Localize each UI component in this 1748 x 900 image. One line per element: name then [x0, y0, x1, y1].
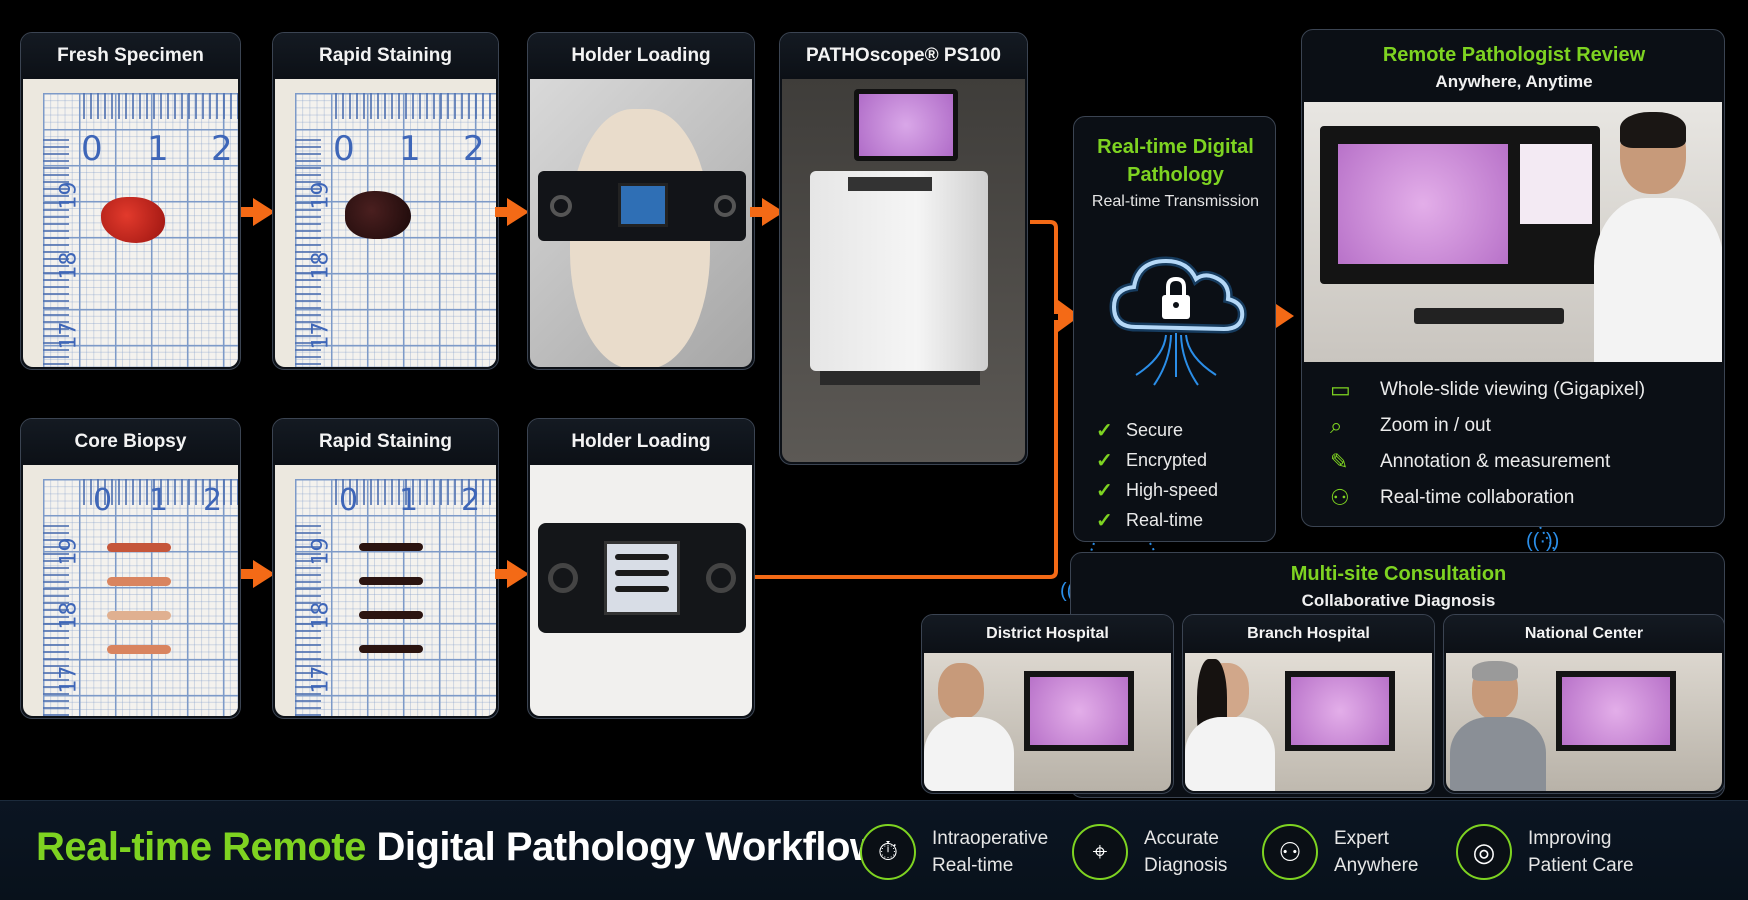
cloud-checklist: ✓Secure ✓Encrypted ✓High-speed ✓Real-tim…: [1096, 415, 1218, 535]
check-item: ✓Real-time: [1096, 509, 1204, 532]
holder-loading-core-card: Holder Loading: [527, 418, 755, 719]
rapid-staining-card: Rapid Staining 0 1 2 19 18 17: [272, 32, 499, 370]
globe-icon: ◎: [1456, 824, 1512, 880]
feature-item: ▭Whole-slide viewing (Gigapixel): [1330, 377, 1646, 402]
stopwatch-icon: ⏱: [860, 824, 916, 880]
site-card-branch: Branch Hospital: [1182, 614, 1435, 794]
consultation-subtitle: Collaborative Diagnosis: [1301, 591, 1496, 610]
feature-item: ✎Annotation & measurement: [1330, 449, 1611, 474]
cloud-subtitle: Real-time Transmission: [1091, 193, 1260, 210]
holder-photo: [530, 79, 752, 367]
check-icon: ✓: [1096, 509, 1113, 532]
fresh-specimen-photo: 0 1 2 19 18 17: [23, 79, 238, 367]
monitor-icon: ▭: [1330, 377, 1351, 402]
feature-item: ⚇Real-time collaboration: [1330, 485, 1575, 510]
pen-icon: ✎: [1330, 449, 1349, 474]
biopsy-core: [107, 645, 171, 654]
check-icon: ✓: [1096, 449, 1113, 472]
arrow-icon: [750, 198, 784, 226]
site-title: Branch Hospital: [1183, 615, 1434, 653]
fresh-specimen-title: Fresh Specimen: [21, 33, 240, 79]
site-card-national: National Center: [1443, 614, 1725, 794]
fresh-specimen-card: Fresh Specimen 0 1 2 19 18 17: [20, 32, 241, 370]
holder-loading-core-title: Holder Loading: [528, 419, 754, 465]
cloud-panel: Real-time Digital Pathology Real-time Tr…: [1073, 116, 1276, 542]
group-icon: ⚇: [1262, 824, 1318, 880]
specimen-holder: [538, 171, 746, 241]
rapid-staining-core-title: Rapid Staining: [273, 419, 498, 465]
remote-review-panel: Remote Pathologist Review Anywhere, Anyt…: [1301, 29, 1725, 527]
tissue-specimen: [101, 197, 165, 243]
check-item: ✓Secure: [1096, 419, 1184, 442]
footer-title: Real-time Remote Digital Pathology Workf…: [36, 825, 881, 869]
core-biopsy-card: Core Biopsy 0 1 2 19 18 17: [20, 418, 241, 719]
monitor: [1320, 126, 1600, 284]
site-photo: [1185, 653, 1432, 791]
rapid-staining-title: Rapid Staining: [273, 33, 498, 79]
stained-core: [359, 645, 423, 653]
stained-specimen-photo: 0 1 2 19 18 17: [275, 79, 496, 367]
stained-core: [359, 543, 423, 551]
check-item: ✓High-speed: [1096, 479, 1219, 502]
people-icon: ⚇: [1330, 485, 1350, 510]
review-title: Remote Pathologist Review: [1382, 44, 1646, 66]
consultation-title: Multi-site Consultation: [1290, 563, 1507, 585]
stained-core: [359, 611, 423, 619]
site-photo: [1446, 653, 1722, 791]
holder-loading-card: Holder Loading: [527, 32, 755, 370]
rapid-staining-core-card: Rapid Staining 0 1 2 19 18 17: [272, 418, 499, 719]
core-biopsy-photo: 0 1 2 19 18 17: [23, 465, 238, 716]
device-title: PATHOscope® PS100: [780, 33, 1027, 79]
feature-item: ⌕Zoom in / out: [1330, 413, 1491, 438]
pathoscope-card: PATHOscope® PS100: [779, 32, 1028, 465]
core-holder: [538, 523, 746, 633]
arrow-icon: [241, 198, 275, 226]
footer-bar: Real-time Remote Digital Pathology Workf…: [0, 800, 1748, 900]
check-icon: ✓: [1096, 479, 1113, 502]
site-card-district: District Hospital: [921, 614, 1174, 794]
core-holder-photo: [530, 465, 752, 716]
review-photo: [1304, 102, 1722, 362]
stained-cores-photo: 0 1 2 19 18 17: [275, 465, 496, 716]
magnifier-icon: ⌕: [1330, 413, 1343, 438]
biopsy-core: [107, 611, 171, 620]
arrow-icon: [495, 198, 529, 226]
review-features: ▭Whole-slide viewing (Gigapixel) ⌕Zoom i…: [1330, 372, 1645, 516]
stained-core: [359, 577, 423, 585]
device-body: [810, 171, 988, 371]
device-monitor: [854, 89, 958, 161]
arrow-icon: [241, 560, 275, 588]
cloud-title: Real-time Digital Pathology: [1097, 136, 1254, 186]
wifi-icon: ((·)): [1526, 530, 1560, 552]
review-subtitle: Anywhere, Anytime: [1435, 72, 1593, 91]
pathologist: [1594, 112, 1722, 362]
device-keyboard: [848, 177, 932, 191]
arrow-icon: [495, 560, 529, 588]
device-photo: [782, 79, 1025, 462]
target-icon: ⌖: [1072, 824, 1128, 880]
site-title: National Center: [1444, 615, 1724, 653]
stained-tissue: [345, 191, 411, 239]
site-photo: [924, 653, 1171, 791]
biopsy-core: [107, 577, 171, 586]
check-item: ✓Encrypted: [1096, 449, 1208, 472]
site-title: District Hospital: [922, 615, 1173, 653]
biopsy-core: [107, 543, 171, 552]
core-biopsy-title: Core Biopsy: [21, 419, 240, 465]
cloud-lock-icon: [1109, 256, 1247, 386]
check-icon: ✓: [1096, 419, 1113, 442]
holder-loading-title: Holder Loading: [528, 33, 754, 79]
